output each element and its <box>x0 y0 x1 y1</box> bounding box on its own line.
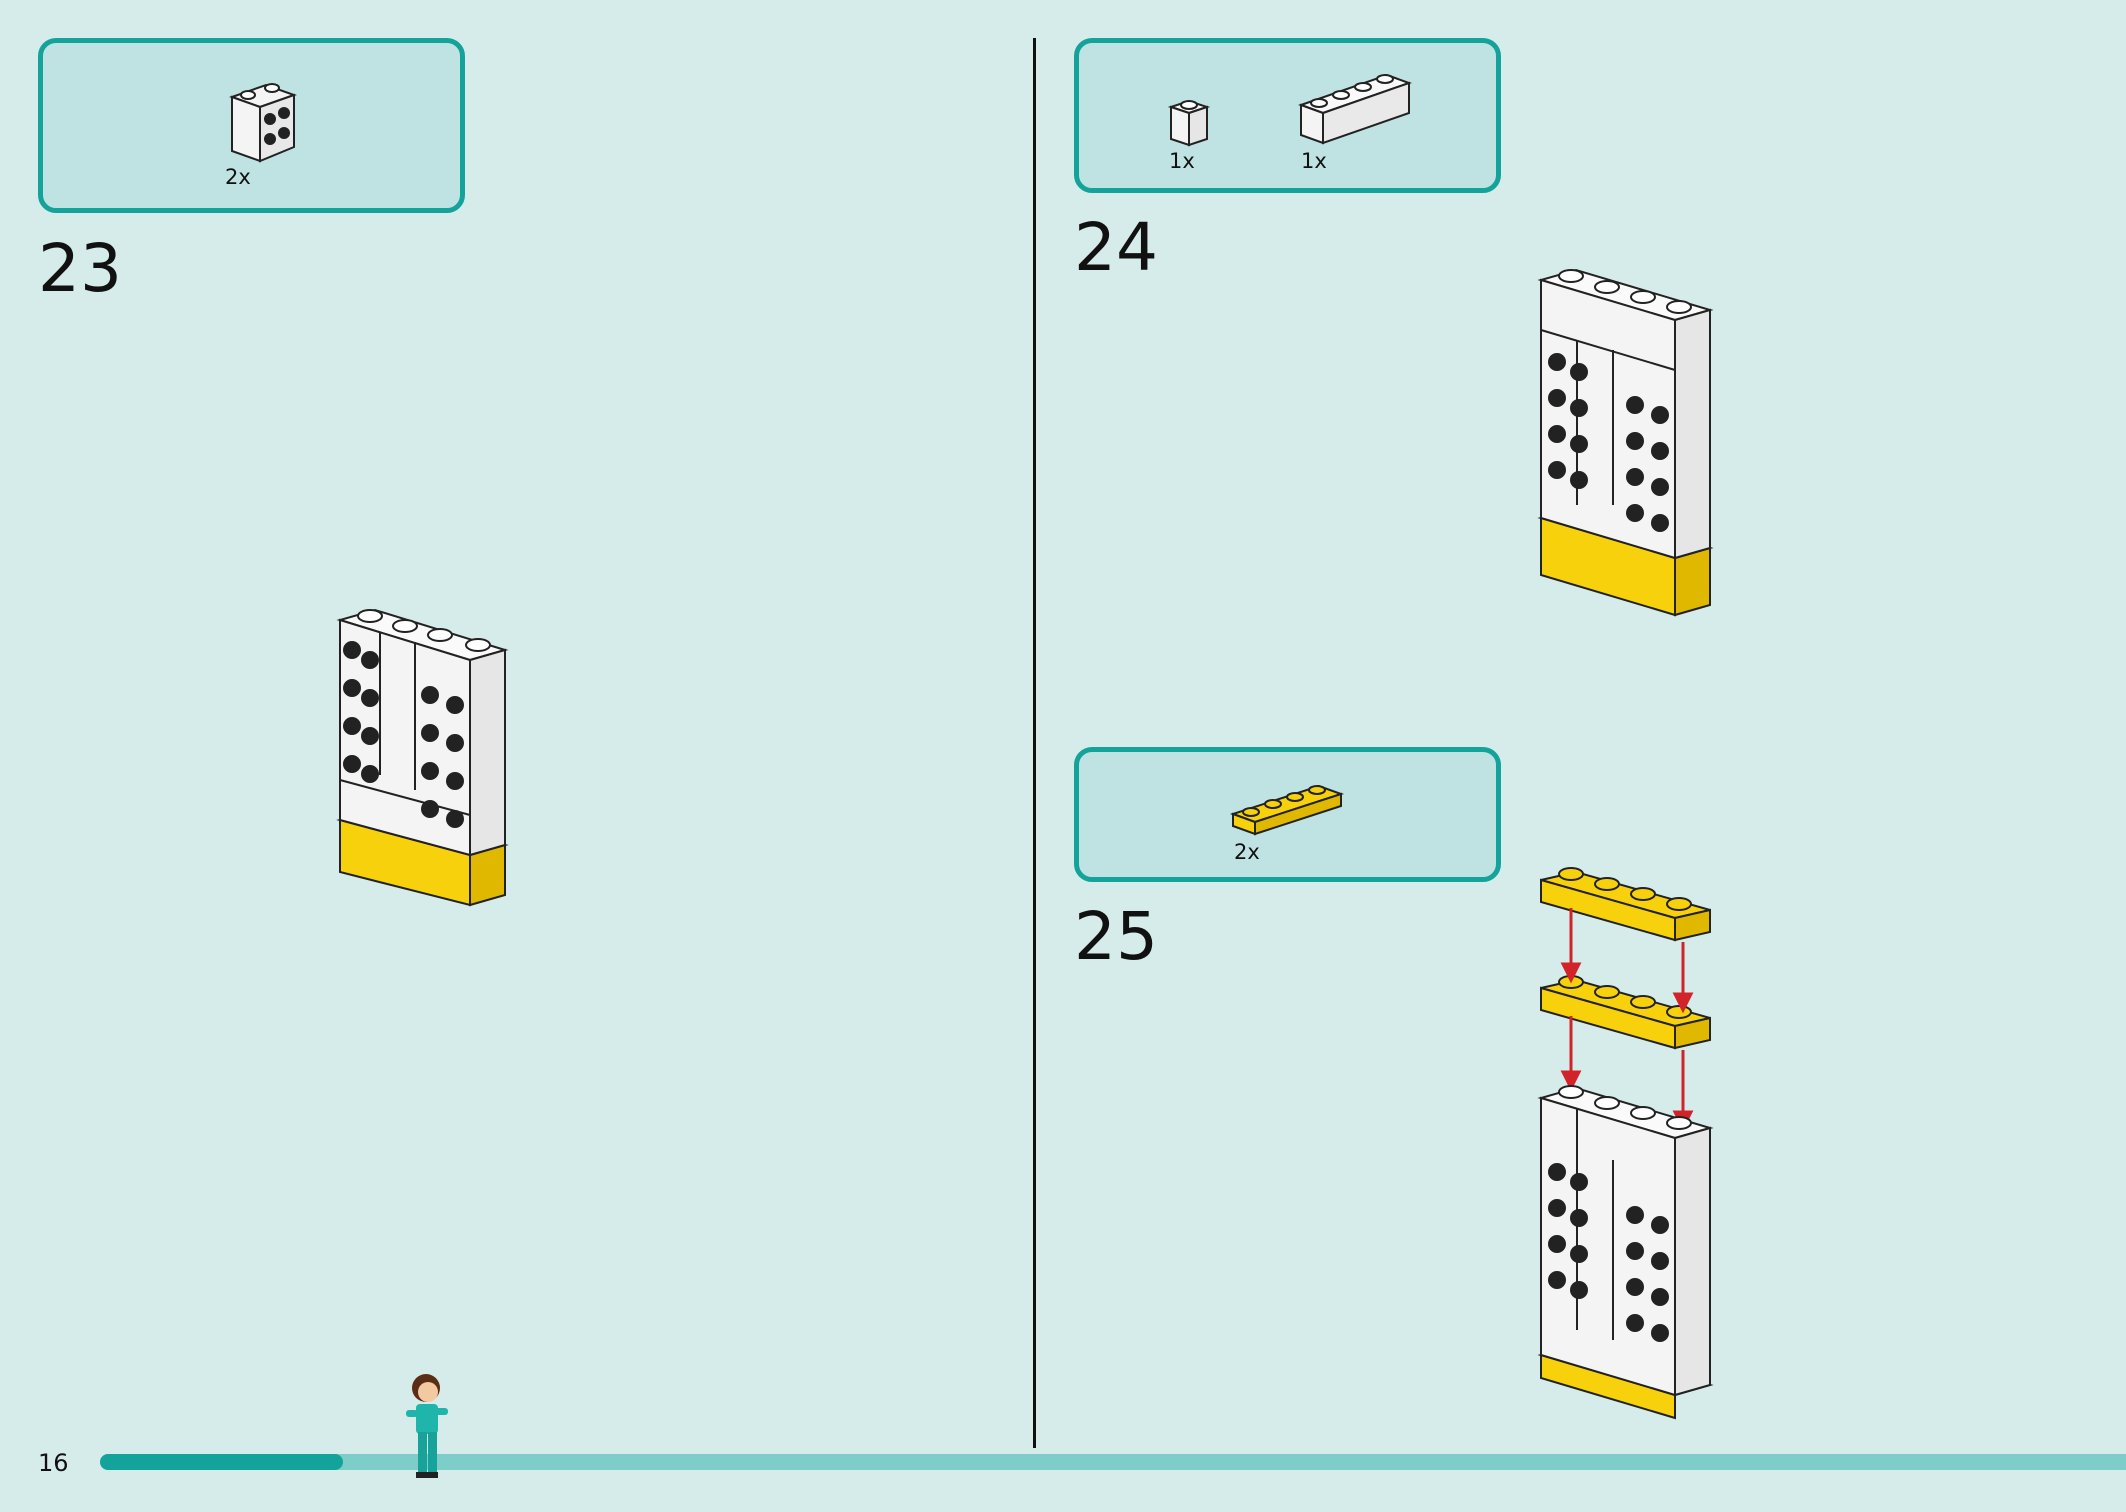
part-qty: 2x <box>1234 840 1260 864</box>
yellow-plate-1x4-icon <box>1229 784 1345 836</box>
assembly-arrows <box>1560 908 1694 1132</box>
minifigure-icon <box>406 1374 448 1478</box>
step-number: 24 <box>1074 209 1158 286</box>
white-brick-1x1-icon <box>1167 99 1211 147</box>
yellow-plate-upper <box>1540 867 1711 942</box>
white-brick-side-studs-icon <box>229 83 297 163</box>
part-qty: 1x <box>1169 149 1195 173</box>
page-divider <box>1033 38 1036 1448</box>
step-number: 25 <box>1074 898 1158 975</box>
assembly-model-step-25 <box>1537 867 1714 1420</box>
assembly-model-step-23 <box>336 608 509 907</box>
parts-box-step-23: 2x <box>38 38 465 213</box>
parts-box-step-24: 1x 1x <box>1074 38 1501 193</box>
progress-track <box>100 1454 2126 1470</box>
part-qty: 2x <box>225 165 251 189</box>
page-number: 16 <box>38 1449 69 1477</box>
white-brick-1x4-icon <box>1298 73 1412 145</box>
parts-box-step-25: 2x <box>1074 747 1501 882</box>
step-number: 23 <box>38 230 122 307</box>
part-qty: 1x <box>1301 149 1327 173</box>
progress-fill <box>100 1454 344 1470</box>
assembly-model-step-24 <box>1537 268 1714 617</box>
yellow-plate-lower <box>1540 975 1711 1050</box>
